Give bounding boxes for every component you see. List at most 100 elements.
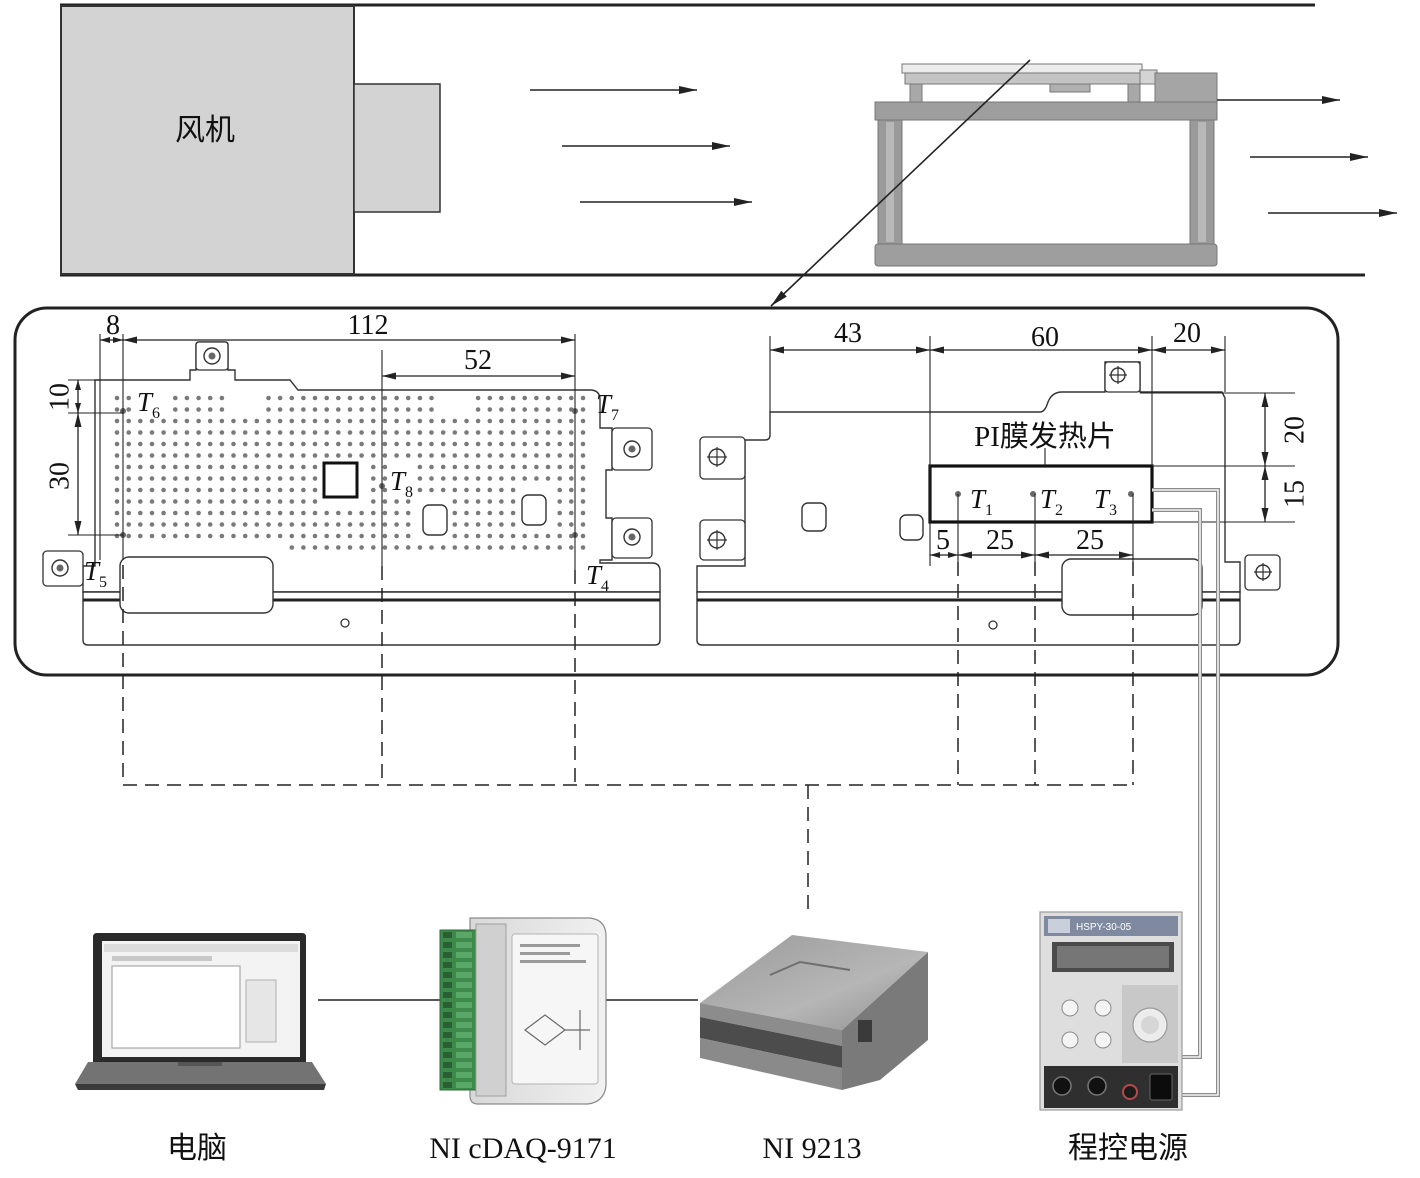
perforation-hole [371,407,376,412]
perforation-hole [289,453,295,458]
perforation-hole [452,499,458,504]
perforation-hole [464,464,469,470]
stand-leg-right-highlight [1198,122,1206,242]
perforation-hole [301,464,306,470]
stand-leg-left-highlight [886,122,894,242]
perforation-hole [545,533,551,539]
perforation-hole [207,407,213,412]
perforation-hole [522,533,527,539]
control-button[interactable] [1094,1031,1112,1049]
power-supply-label: 程控电源 [1068,1132,1188,1165]
perforation-hole [499,545,504,550]
perforation-hole [312,464,318,470]
perforation-hole [312,522,318,527]
perforation-hole [138,522,143,527]
perforation-hole [382,418,388,424]
perforation-hole [569,464,574,470]
perforation-hole [452,476,458,481]
perforation-hole [161,453,166,458]
perforation-hole [557,395,562,401]
perforation-hole [487,533,493,539]
power-supply-model: HSPY-30-05 [1076,922,1132,933]
perforation-hole [382,453,388,458]
perforation-hole [510,545,516,550]
perforation-hole [557,453,562,458]
perforation-hole [382,545,388,550]
perforation-hole [149,464,155,470]
perforation-hole [207,522,213,527]
perforation-hole [312,499,318,504]
control-button[interactable] [1061,1031,1079,1049]
display-screen [1057,946,1169,968]
perforation-hole [405,533,411,539]
output-terminal-icon[interactable] [1087,1076,1107,1096]
perforation-hole [207,510,213,516]
perforation-hole [138,418,143,424]
perforation-hole [440,464,446,470]
perforation-hole [394,453,399,458]
perforation-hole [219,418,225,424]
laptop-trackpad-notch [178,1062,222,1066]
perforation-hole [301,430,306,435]
output-terminal-icon[interactable] [1122,1084,1138,1100]
perforation-hole [196,499,201,504]
perforation-hole [452,545,458,550]
perforation-hole [522,453,527,458]
sensor-label-t2: T2 [1040,484,1063,519]
perforation-hole [266,441,271,447]
right-board: PI膜发热片 T1 T2 T3 43 60 20 20 15 5 25 [696,318,1311,646]
perforation-hole [359,418,364,424]
perforation-hole [545,395,551,401]
perforation-hole [184,407,190,412]
perforation-hole [114,407,120,412]
perforation-hole [452,487,458,493]
detail-callout-arrow [770,59,1031,307]
perforation-hole [499,476,504,481]
perforation-hole [196,441,201,447]
oval-cutout [1061,558,1203,616]
perforation-hole [557,464,562,470]
perforation-hole [324,407,330,412]
perforation-hole [499,499,504,504]
perforation-hole [184,510,190,516]
output-terminal-icon[interactable] [1052,1076,1072,1096]
perforation-hole [382,510,388,516]
perforation-hole [289,395,295,401]
perforation-hole [510,453,516,458]
perforation-hole [347,430,353,435]
perforation-hole [510,476,516,481]
perforation-hole [289,533,295,539]
control-button[interactable] [1061,999,1079,1017]
perforation-hole [359,545,364,550]
laptop-base [75,1062,326,1084]
perforation-hole [464,545,469,550]
perforation-hole [382,522,388,527]
brand-logo-icon [1048,919,1070,933]
perforation-hole [464,499,469,504]
dimension-label: 10 [45,383,76,411]
power-switch-icon[interactable] [1149,1073,1173,1101]
perforation-hole [289,510,295,516]
perforation-hole [394,441,399,447]
perforation-hole [499,453,504,458]
perforation-hole [242,430,248,435]
perforation-hole [289,464,295,470]
perforation-hole [569,418,574,424]
rounded-cutout [801,502,827,532]
perforation-hole [569,441,574,447]
control-button[interactable] [1094,999,1112,1017]
perforation-hole [534,453,539,458]
perforation-hole [371,476,376,481]
perforation-hole [277,395,283,401]
perforation-hole [126,487,131,493]
perforation-hole [557,510,562,516]
perforation-hole [324,430,330,435]
perforation-hole [510,407,516,412]
perforation-hole [149,510,155,516]
perforation-hole [359,510,364,516]
perforation-hole [475,453,481,458]
perforation-hole [196,407,201,412]
perforation-hole [510,395,516,401]
perforation-hole [138,487,143,493]
perforation-hole [510,487,516,493]
